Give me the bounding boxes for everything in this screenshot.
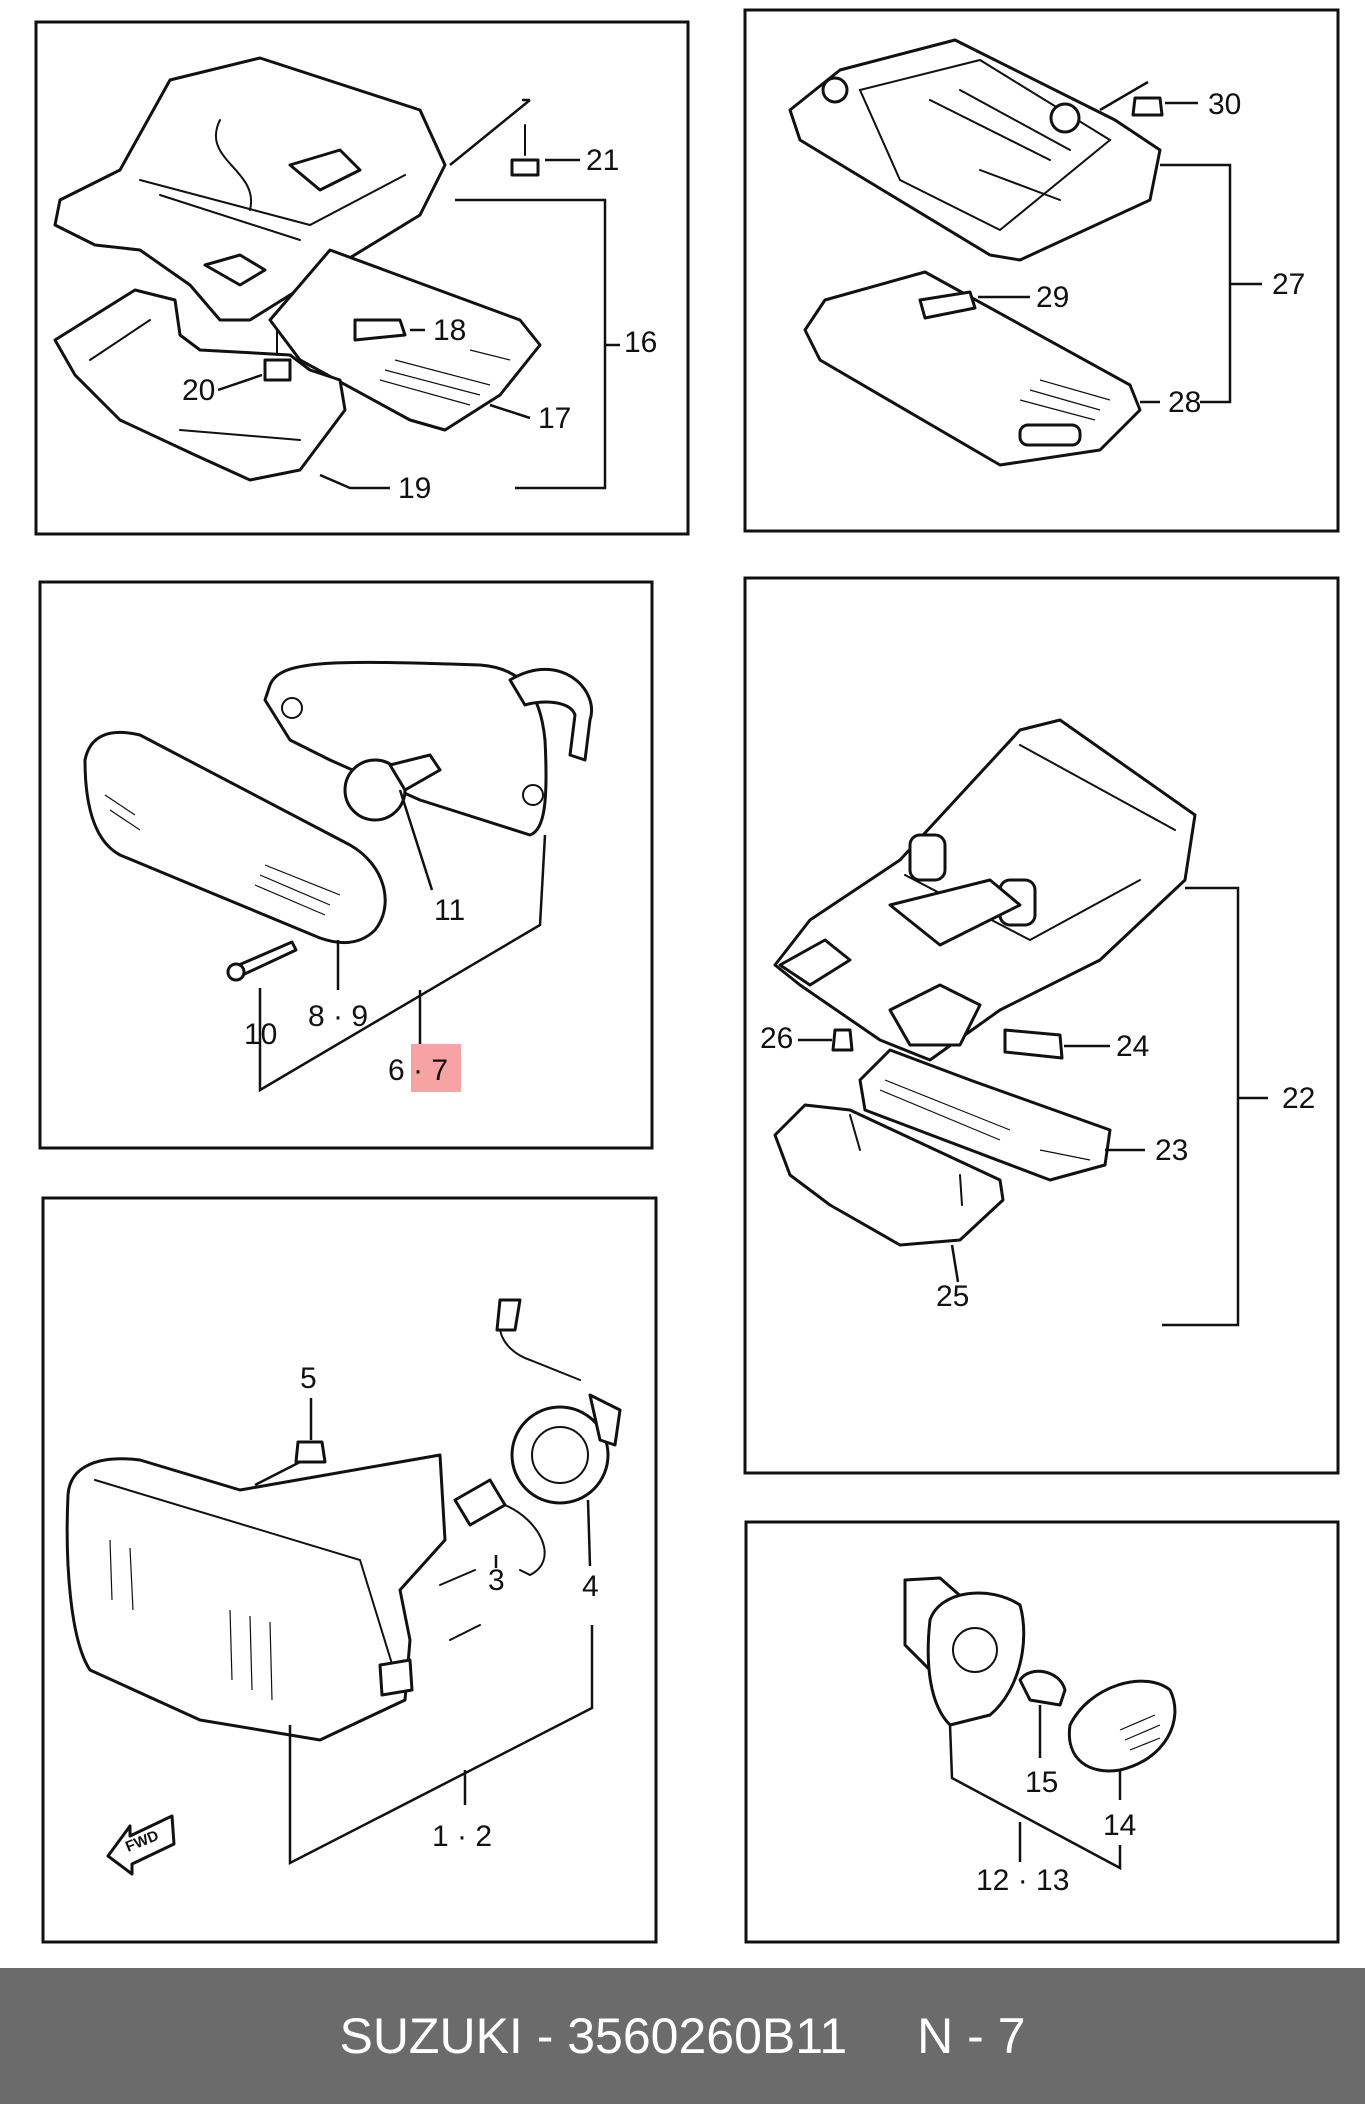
highlighted-callout-box [411,1044,461,1092]
callout-25: 25 [936,1280,969,1313]
parts-diagram: 21 16 18 17 19 20 30 27 29 28 [34,8,1340,1944]
callout-22: 22 [1282,1082,1315,1115]
fwd-arrow-icon: FWD [106,1814,176,1876]
callout-23: 23 [1155,1134,1188,1167]
panel-fog-lamp: FWD 5 3 4 1 · 2 [41,1196,658,1944]
callout-11: 11 [434,894,465,927]
callout-15: 15 [1025,1766,1058,1799]
callout-26: 26 [760,1022,793,1055]
callout-5: 5 [300,1362,317,1395]
panel-side-marker-lamp: 11 8 · 9 10 6 · 7 [38,580,654,1150]
callout-4: 4 [582,1570,599,1603]
part-number-footer: SUZUKI - 3560260B11 N - 7 [0,1968,1365,2104]
panel-roof-lamp-right: 30 27 29 28 [743,8,1340,533]
callout-28: 28 [1168,386,1201,419]
callout-6-7: 6 · 7 [388,1054,448,1087]
callout-30: 30 [1208,88,1241,121]
callout-1-2: 1 · 2 [432,1820,492,1853]
callout-16: 16 [624,326,657,359]
callout-17: 17 [538,402,571,435]
callout-20: 20 [182,374,215,407]
panel-turn-signal-lamp: 15 14 12 · 13 [744,1520,1340,1944]
page-label: N - 7 [917,2008,1026,2064]
callout-21: 21 [586,144,619,177]
callout-24: 24 [1116,1030,1149,1063]
callout-8-9: 8 · 9 [308,1000,368,1033]
callout-12-13: 12 · 13 [976,1864,1069,1897]
callout-27: 27 [1272,268,1305,301]
callout-3: 3 [488,1564,505,1597]
callout-14: 14 [1103,1809,1136,1842]
callout-19: 19 [398,472,431,505]
panel-roof-lamp-left: 21 16 18 17 19 20 [34,20,690,536]
part-label: SUZUKI - 3560260B11 [339,2008,848,2064]
callout-18: 18 [433,314,466,347]
panel-map-lamp: 22 24 23 25 26 [743,576,1340,1475]
callout-10: 10 [244,1018,277,1051]
callout-29: 29 [1036,281,1069,314]
